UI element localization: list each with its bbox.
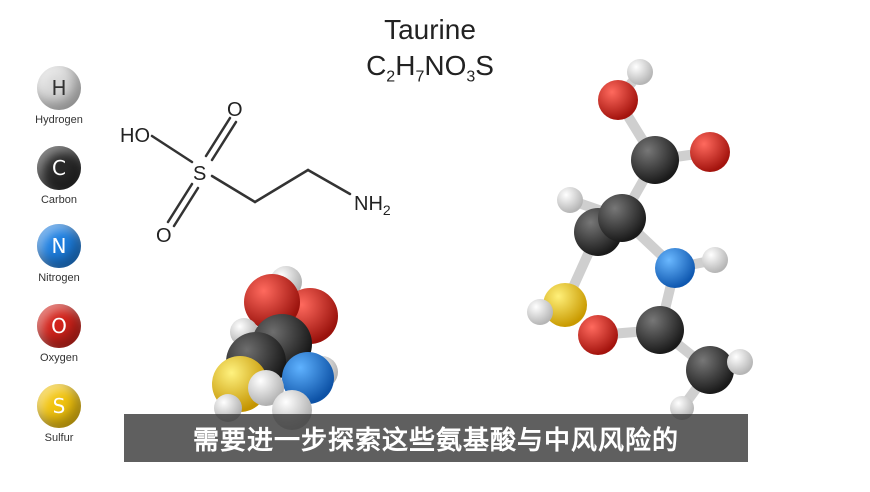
nh2-label: NH2: [354, 193, 391, 218]
subtitle-caption: 需要进一步探索这些氨基酸与中风风险的: [124, 414, 748, 462]
legend-carbon: C Carbon: [24, 146, 94, 206]
oxygen-sphere: [578, 315, 618, 355]
bond-s-o-top-a: [204, 116, 232, 158]
oxygen-bottom-label: O: [156, 225, 172, 247]
nitrogen-atom-icon: N: [37, 224, 81, 268]
hydrogen-sphere: [627, 59, 653, 85]
carbon-sphere: [686, 346, 734, 394]
hydrogen-sphere: [727, 349, 753, 375]
ho-label: HO: [120, 125, 150, 147]
molecule-title: Taurine C2H7NO3S: [330, 14, 530, 87]
hydrogen-sphere: [527, 299, 553, 325]
hydrogen-atom-icon: H: [37, 66, 81, 110]
ball-and-stick-model: [527, 59, 753, 420]
legend-oxygen: O Oxygen: [24, 304, 94, 364]
bond-s-o-bottom-b: [172, 186, 200, 228]
carbon-sphere: [631, 136, 679, 184]
bond-c1-c2: [253, 168, 310, 204]
bond-s-c1: [210, 174, 257, 204]
carbon-sphere: [598, 194, 646, 242]
hydrogen-sphere: [702, 247, 728, 273]
bond-s-o-bottom-a: [166, 182, 194, 224]
sulfur-atom-icon: S: [37, 384, 81, 428]
molecule-name: Taurine: [384, 14, 476, 45]
oxygen-sphere: [690, 132, 730, 172]
sulfur-sphere: [543, 283, 587, 327]
nitrogen-sphere: [655, 248, 695, 288]
hydrogen-sphere: [557, 187, 583, 213]
legend-label: Nitrogen: [38, 272, 80, 284]
carbon-atom-icon: C: [37, 146, 81, 190]
legend-hydrogen: H Hydrogen: [24, 66, 94, 126]
oxygen-top-label: O: [227, 99, 243, 121]
carbon-sphere: [636, 306, 684, 354]
legend-label: Carbon: [40, 194, 78, 206]
bond-c2-n: [306, 168, 352, 196]
bond-ho-s: [150, 134, 194, 164]
legend-sulfur: S Sulfur: [24, 384, 94, 444]
skeletal-structure: HO S O O NH2: [120, 99, 391, 247]
legend-nitrogen: N Nitrogen: [24, 224, 94, 284]
legend-label: Hydrogen: [35, 114, 83, 126]
space-filling-model: [212, 266, 338, 430]
legend-label: Oxygen: [40, 352, 78, 364]
legend-label: Sulfur: [44, 432, 74, 444]
oxygen-sphere: [598, 80, 638, 120]
molecule-formula: C2H7NO3S: [366, 50, 494, 86]
oxygen-atom-icon: O: [37, 304, 81, 348]
sulfur-label: S: [193, 163, 206, 185]
bond-s-o-top-b: [210, 120, 238, 162]
